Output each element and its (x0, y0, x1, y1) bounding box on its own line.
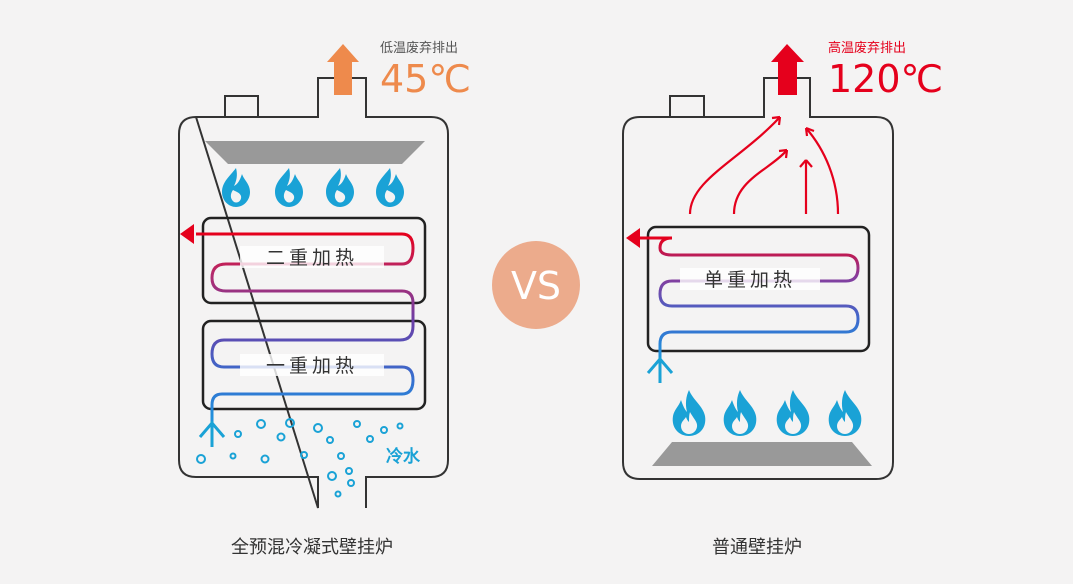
left-burner (205, 141, 425, 164)
left-caption: 全预混冷凝式壁挂炉 (231, 537, 393, 558)
right-stage-box (646, 225, 871, 353)
right-outlet-arrowhead (626, 228, 640, 248)
left-stage-lower-label: 一重加热 (266, 355, 358, 377)
left-water-bubbles (196, 418, 404, 498)
right-stage-label: 单重加热 (704, 269, 796, 291)
left-outlet-arrowhead (180, 224, 194, 244)
right-flame-icons (672, 390, 862, 436)
left-stage-lower-box (201, 319, 427, 411)
left-boiler (178, 44, 449, 509)
right-inlet-arrow (646, 355, 674, 385)
right-boiler (622, 44, 894, 480)
right-exhaust-label: 高温废弃排出 (828, 40, 906, 56)
left-coil (196, 232, 415, 430)
right-temperature: 120℃ (828, 57, 943, 101)
right-boiler-body (622, 77, 894, 480)
left-exhaust-label: 低温废弃排出 (380, 40, 458, 56)
right-exhaust-arrow (771, 44, 804, 95)
right-hot-flow-arrows (688, 115, 840, 215)
left-stage-upper-label: 二重加热 (266, 247, 358, 269)
right-caption: 普通壁挂炉 (712, 537, 802, 558)
left-boiler-body (178, 77, 449, 509)
left-water-label: 冷水 (386, 446, 421, 467)
vs-label: VS (511, 264, 561, 308)
left-flame-icons (222, 168, 404, 207)
right-top-cap (669, 95, 705, 118)
right-burner (652, 442, 872, 466)
left-stage-upper-box (201, 216, 427, 305)
left-temperature: 45℃ (380, 57, 471, 101)
left-top-cap (224, 95, 259, 118)
vs-badge: VS (492, 241, 580, 329)
left-inlet-arrow (198, 419, 226, 449)
right-coil (640, 236, 860, 362)
left-exhaust-arrow (327, 44, 359, 95)
